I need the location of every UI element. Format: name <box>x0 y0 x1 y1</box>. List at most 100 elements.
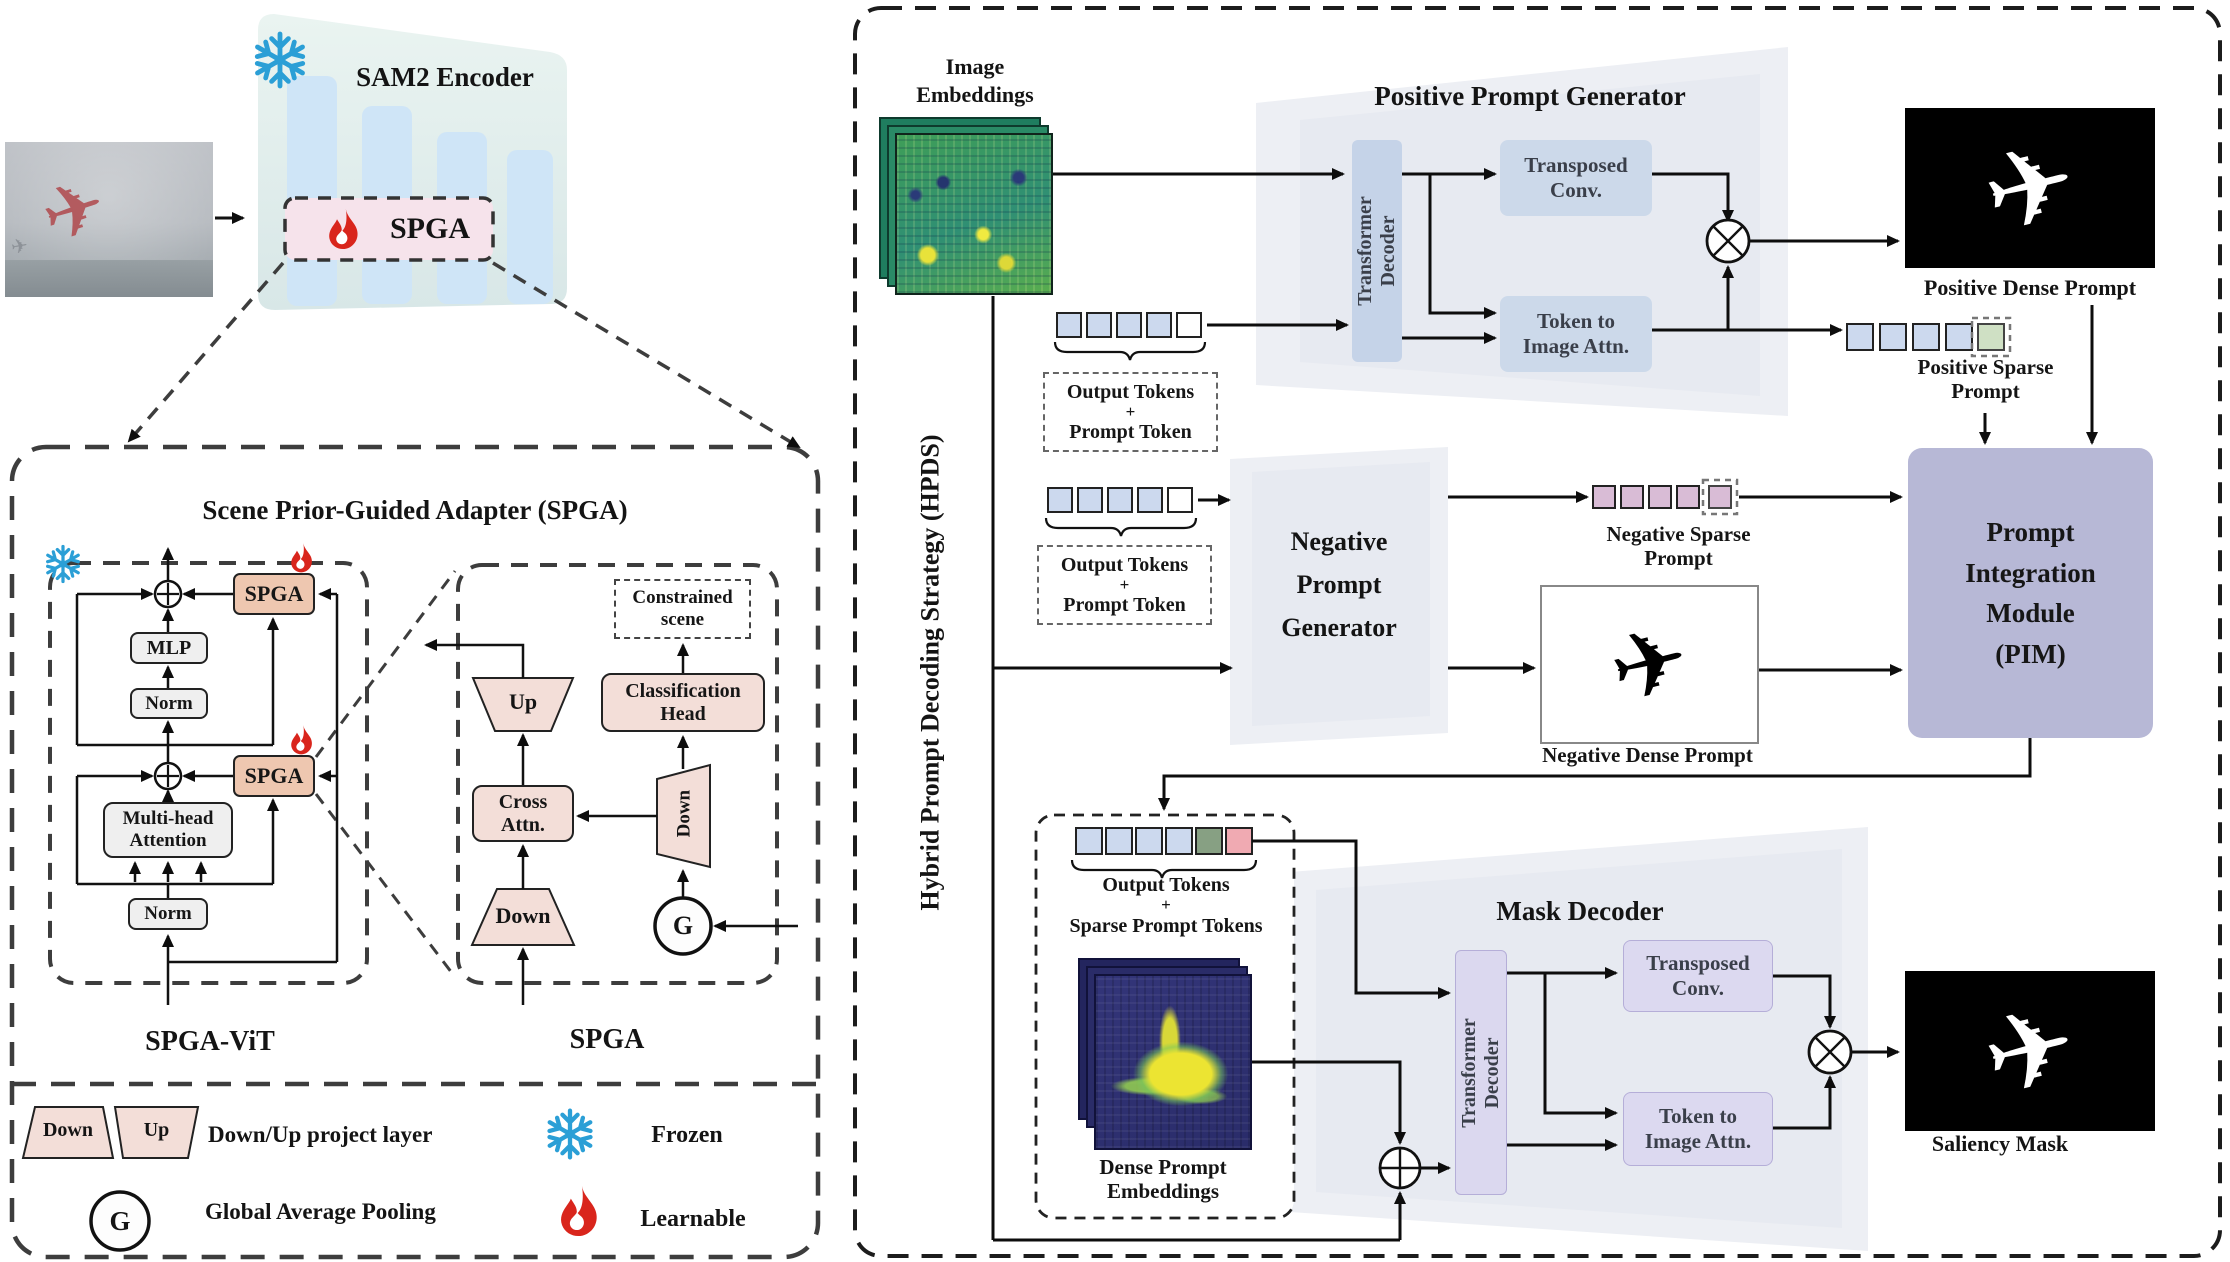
td-label-2: Decoder <box>1481 1036 1503 1109</box>
token-square <box>1620 485 1644 509</box>
tc-label-1: Transposed <box>1646 950 1750 975</box>
token-square <box>1945 323 1973 351</box>
output-prompt-token-row-1 <box>1056 312 1202 338</box>
cross-attn-box: Cross Attn. <box>472 785 574 842</box>
positive-sparse-prompt-row <box>1846 316 2012 358</box>
underbraces <box>1044 341 1258 879</box>
zoom-wedge-inner-top <box>314 570 457 758</box>
token-square <box>1116 312 1142 338</box>
spga-module-2: SPGA <box>233 755 315 797</box>
spga-encoder-label: SPGA <box>389 212 470 245</box>
ppg-token-to-image-attn: Token to Image Attn. <box>1500 296 1652 372</box>
positive-sparse-prompt-label: Positive Sparse Prompt <box>1878 355 2093 403</box>
runway <box>5 259 213 297</box>
legend-gap-circle <box>89 1190 151 1252</box>
positive-dense-prompt-image: ✈ <box>1905 108 2155 268</box>
negative-token-square <box>1225 827 1253 855</box>
spga-module-label: SPGA <box>244 581 304 606</box>
token-square <box>1047 487 1073 513</box>
zoom-wedge-inner-bottom <box>314 793 457 978</box>
legend-gap-g: G <box>109 1206 131 1236</box>
airplane-mask-icon: ✈ <box>1970 116 2090 260</box>
ppg-title: Positive Prompt Generator <box>1374 81 1686 111</box>
legend-project-label: Down/Up project layer <box>208 1122 433 1147</box>
tia-label-2: Image Attn. <box>1522 334 1630 358</box>
shapes <box>21 312 2012 1159</box>
token-square <box>1056 312 1082 338</box>
down-project-trapezoid <box>470 888 576 946</box>
mha-label-2: Attention <box>129 830 207 851</box>
hpds-connectors <box>991 168 2098 1242</box>
operators <box>89 218 1853 1252</box>
pim-line-3: Module <box>1986 598 2075 628</box>
encoder-stage-bar <box>507 150 553 304</box>
tokens-line: Output Tokens <box>1066 380 1195 403</box>
dense-emb-line-1: Dense Prompt <box>1099 1155 1227 1179</box>
td-label-2: Decoder <box>1377 215 1399 287</box>
cross-label-2: Attn. <box>501 813 545 836</box>
negative-dense-prompt-image: ✈ <box>1540 585 1759 744</box>
tokens-plus: + <box>1119 574 1130 594</box>
token-square <box>1676 485 1700 509</box>
down-project-vertical-trapezoid <box>656 763 711 869</box>
tokens-line: Prompt Token <box>1069 421 1192 444</box>
norm-box-1: Norm <box>130 688 208 719</box>
norm-label: Norm <box>144 903 192 924</box>
token-square <box>1592 485 1616 509</box>
token-square <box>1107 487 1133 513</box>
dec-tokens-line-2: Sparse Prompt Tokens <box>1069 914 1263 937</box>
negative-sparse-prompt-label: Negative Sparse Prompt <box>1576 522 1781 570</box>
npg-title: Negative Prompt Generator <box>1239 521 1439 650</box>
legend-gap-label: Global Average Pooling <box>205 1199 436 1224</box>
md-transformer-decoder: Transformer Decoder <box>1455 950 1507 1195</box>
legend-learnable-label: Learnable <box>640 1206 746 1232</box>
tokens-caption-2: Output Tokens + Prompt Token <box>1037 545 1212 625</box>
spga-detail-caption: SPGA <box>569 1024 645 1055</box>
neg-sparse-line-1: Negative Sparse <box>1606 522 1751 546</box>
image-embeddings-label-2: Embeddings <box>916 82 1034 107</box>
zoom-wedge-right <box>492 261 801 449</box>
mlp-box: MLP <box>130 632 208 664</box>
spga-detail-border <box>456 563 779 985</box>
pim-line-1: Prompt <box>1986 517 2075 547</box>
negative-sparse-prompt-row <box>1592 478 1739 516</box>
token-square <box>1075 827 1103 855</box>
positive-prompt-token <box>1977 323 2005 351</box>
airplane-mask-icon: ✈ <box>1599 603 1700 726</box>
tia-label-1: Token to <box>1658 1103 1737 1128</box>
legend-up-label: Up <box>143 1119 170 1141</box>
prompt-token-outline <box>1970 316 2012 358</box>
token-square <box>1165 827 1193 855</box>
tc-label-1: Transposed <box>1524 152 1628 177</box>
token-square <box>1846 323 1874 351</box>
spga-vit-border <box>48 561 369 985</box>
cls-label-2: Head <box>660 702 706 725</box>
down-trapezoid-label: Down <box>495 903 551 928</box>
cross-label-1: Cross <box>498 790 548 813</box>
dec-tokens-plus: + <box>1161 895 1171 914</box>
spga-module-label: SPGA <box>244 763 304 788</box>
encoder-title: SAM2 Encoder <box>356 62 534 92</box>
output-prompt-token-row-2 <box>1047 487 1193 513</box>
input-hazy-image: ✈ ✈ <box>5 142 213 297</box>
td-label-1: Transformer <box>1354 196 1376 306</box>
constrained-label-2: scene <box>660 609 705 630</box>
constrained-label-1: Constrained <box>632 587 733 608</box>
up-project-trapezoid <box>471 677 575 732</box>
saliency-mask-label: Saliency Mask <box>1931 1131 2069 1156</box>
legend-up-trapezoid <box>113 1106 200 1159</box>
cls-label-1: Classification <box>625 679 741 702</box>
tokens-line: Output Tokens <box>1060 553 1189 576</box>
vit-connectors <box>75 212 339 1005</box>
token-square <box>1077 487 1103 513</box>
pos-sparse-line-1: Positive Sparse <box>1917 355 2054 379</box>
hpds-strategy-label: Hybrid Prompt Decoding Strategy (HPDS) <box>915 434 945 911</box>
npg-line-1: Negative <box>1290 527 1388 556</box>
mha-label-1: Multi-head <box>122 808 214 830</box>
negative-dense-prompt-label: Negative Dense Prompt <box>1542 743 1753 767</box>
td-label-1: Transformer <box>1458 1017 1480 1128</box>
encoder-stage-bar <box>287 76 337 306</box>
gap-circle <box>653 896 713 956</box>
positive-token-square <box>1195 827 1223 855</box>
token-square <box>1167 487 1193 513</box>
